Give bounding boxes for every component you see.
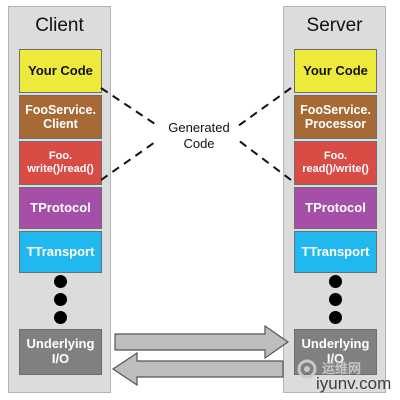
client-ellipsis-dot <box>54 275 67 288</box>
server-foo-box: Foo. read()/write() <box>294 141 377 185</box>
client-transport-label: TTransport <box>26 243 95 259</box>
generated-code-text: Generated Code <box>168 120 230 151</box>
client-dashed-connector-bottom <box>100 139 159 181</box>
server-ellipsis-dot <box>329 275 342 288</box>
server-service-label: FooService. Processor <box>300 102 371 131</box>
watermark-logo-icon <box>297 359 317 379</box>
watermark-bottom-text: iyunv.com <box>316 374 392 393</box>
client-protocol-label: TProtocol <box>30 199 91 215</box>
client-service-label: FooService. Client <box>25 102 96 131</box>
generated-code-label: Generated Code <box>155 120 243 151</box>
server-your-code-label: Your Code <box>303 62 368 78</box>
server-service-box: FooService. Processor <box>294 95 377 139</box>
client-underlying-io-box: Underlying I/O <box>19 329 102 375</box>
server-your-code-box: Your Code <box>294 49 377 93</box>
client-ellipsis-dot <box>54 311 67 324</box>
client-your-code-box: Your Code <box>19 49 102 93</box>
client-foo-label: Foo. write()/read() <box>27 150 94 175</box>
server-ellipsis-dot <box>329 293 342 306</box>
client-service-box: FooService. Client <box>19 95 102 139</box>
client-protocol-box: TProtocol <box>19 187 102 229</box>
server-transport-box: TTransport <box>294 231 377 273</box>
watermark: 运维网 iyunv.com <box>296 356 396 396</box>
client-your-code-label: Your Code <box>28 62 93 78</box>
client-underlying-io-label: Underlying I/O <box>26 336 95 366</box>
response-arrow <box>111 351 284 387</box>
server-ellipsis-dot <box>329 311 342 324</box>
client-dashed-connector-top <box>100 87 159 127</box>
client-transport-box: TTransport <box>19 231 102 273</box>
server-transport-label: TTransport <box>301 243 370 259</box>
server-protocol-label: TProtocol <box>305 199 366 215</box>
server-protocol-box: TProtocol <box>294 187 377 229</box>
server-title: Server <box>306 15 363 36</box>
request-arrow <box>114 324 290 360</box>
client-foo-box: Foo. write()/read() <box>19 141 102 185</box>
server-column: Server Your Code FooService. Processor F… <box>283 6 386 393</box>
server-foo-label: Foo. read()/write() <box>302 150 369 175</box>
client-ellipsis-dot <box>54 293 67 306</box>
server-underlying-io-label: Underlying I/O <box>301 336 370 366</box>
watermark-top-text: 运维网 <box>322 361 362 376</box>
server-dashed-connector-top <box>237 87 292 127</box>
client-column: Client Your Code FooService. Client Foo.… <box>8 6 111 393</box>
client-title: Client <box>35 15 84 36</box>
server-dashed-connector-bottom <box>237 139 292 181</box>
